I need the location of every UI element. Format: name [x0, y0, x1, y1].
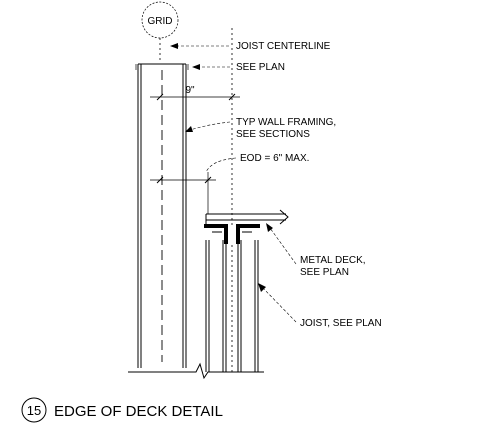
- metal-deck: [205, 209, 289, 225]
- joist: [205, 240, 259, 372]
- dimension-9-label: 9": [185, 85, 195, 96]
- detail-number: 15: [27, 403, 41, 418]
- note-wall-framing-2: SEE SECTIONS: [236, 129, 310, 140]
- note-joist-centerline: JOIST CENTERLINE: [236, 41, 331, 52]
- break-line: [128, 362, 264, 380]
- note-metal-deck-1: METAL DECK,: [300, 255, 366, 266]
- note-wall-framing-1: TYP WALL FRAMING,: [236, 117, 336, 128]
- note-metal-deck-2: SEE PLAN: [300, 267, 349, 278]
- joist-top-chord: [204, 224, 260, 244]
- detail-title-text: EDGE OF DECK DETAIL: [54, 403, 223, 420]
- grid-label: GRID: [148, 16, 173, 27]
- leaders: [170, 43, 297, 323]
- detail-title: 15 EDGE OF DECK DETAIL: [21, 397, 223, 423]
- grid-bubble: GRID: [141, 1, 179, 39]
- note-eod: EOD = 6" MAX.: [240, 153, 309, 164]
- dimension-eod: [150, 172, 216, 214]
- note-see-plan: SEE PLAN: [236, 62, 285, 73]
- note-joist: JOIST, SEE PLAN: [300, 318, 382, 329]
- wall-framing: [135, 63, 189, 368]
- dimension-9: 9": [150, 85, 240, 101]
